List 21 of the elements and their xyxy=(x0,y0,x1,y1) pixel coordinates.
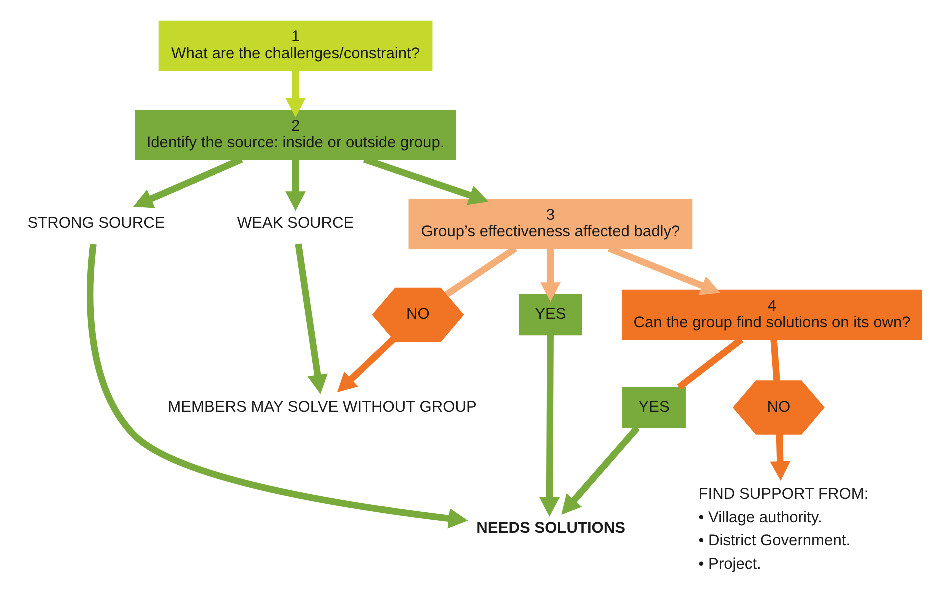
node-box: 3 Group’s effectiveness affected badly? xyxy=(408,198,693,249)
arrow xyxy=(286,70,306,118)
node-text: WEAK SOURCE xyxy=(237,214,354,232)
node-box: YES xyxy=(622,386,686,428)
arrow xyxy=(87,244,468,528)
node-box: 2 Identify the source: inside or outside group. xyxy=(135,109,456,160)
arrow xyxy=(770,434,791,480)
arrow xyxy=(295,243,328,394)
node-box: 1 What are the challenges/constraint? xyxy=(158,20,433,70)
arrow xyxy=(562,425,640,514)
node-text: STRONG SOURCE xyxy=(28,214,166,232)
node-box: 4 Can the group find solutions on its own? xyxy=(622,289,923,340)
node-text: NEEDS SOLUTIONS xyxy=(476,519,626,536)
connector xyxy=(770,339,780,381)
arrow xyxy=(540,334,560,516)
node-box: YES xyxy=(518,294,582,336)
arrow xyxy=(286,159,306,211)
node-text: FIND SUPPORT FROM: • Village authority. • District Government. • Project. xyxy=(698,485,869,573)
arrow xyxy=(540,248,561,302)
arrow xyxy=(337,336,396,392)
node-text: MEMBERS MAY SOLVE WITHOUT GROUP xyxy=(168,398,477,416)
